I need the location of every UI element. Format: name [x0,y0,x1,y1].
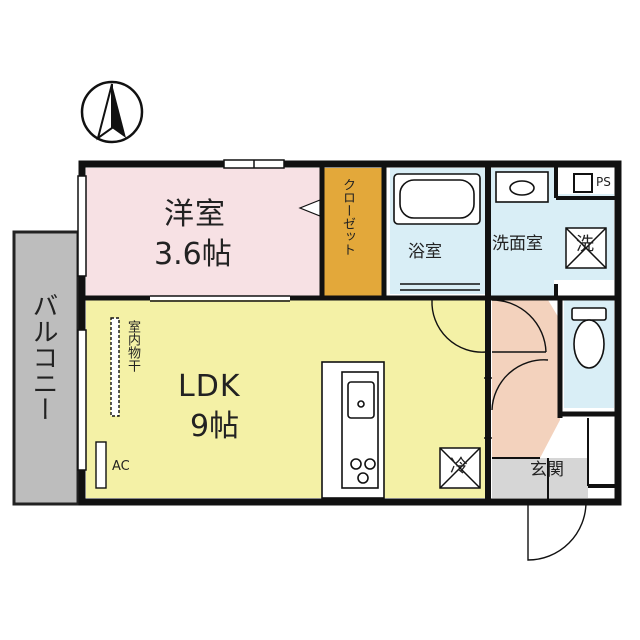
window-balcony [77,175,87,471]
fridge-space [439,447,481,489]
north-arrow-icon [80,80,144,144]
entrance-area [492,458,588,498]
sliding-door-western [150,295,290,302]
interior-walls [82,164,618,502]
indoor-drying-label: 室内物干 [125,320,140,372]
western-room-name: 洋室 [164,197,226,232]
hallway-area [492,300,560,458]
window-top [223,159,285,169]
washer-label: 洗 [576,234,594,255]
ac-unit [95,441,107,489]
western-room-area-label: 3.6帖 [154,237,232,272]
ps-label: PS [596,175,611,189]
western-room-area [86,168,320,296]
bathtub [393,173,481,291]
doors [431,299,587,561]
drying-rail [110,317,120,417]
pipe-shaft [573,173,593,193]
closet-area [324,168,382,296]
ldk-name: LDK [178,369,241,404]
ldk-area [86,300,486,498]
bath-label: 浴室 [408,242,442,262]
entrance-label: 玄関 [530,460,564,480]
balcony-label: バルコニー [28,292,58,422]
ldk-area-label: 9帖 [190,409,240,444]
shoe-box [588,420,614,486]
toilet [571,307,607,369]
washer-space [565,227,607,269]
kitchen-counter [321,361,385,499]
closet-door [298,199,321,217]
closet-label: クローゼット [340,178,355,256]
ac-label: AC [112,459,130,474]
washroom-label: 洗面室 [492,234,543,254]
wash-basin [495,171,549,203]
fridge-label: 冷 [450,456,468,477]
